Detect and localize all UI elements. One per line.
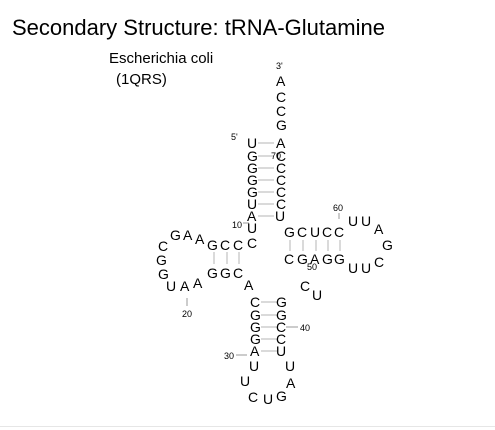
position-label-40: 40 [300, 323, 310, 333]
nucleotide: U [348, 260, 358, 276]
nucleotide: A [247, 208, 257, 224]
nucleotide: G [156, 252, 167, 268]
nucleotide: G [207, 237, 218, 253]
nucleotide: U [285, 358, 295, 374]
nucleotide: C [248, 389, 258, 405]
nucleotide: A [286, 375, 296, 391]
nucleotide: U [247, 135, 257, 151]
nucleotide: U [348, 213, 358, 229]
nucleotide: A [310, 251, 320, 267]
nucleotide: G [250, 331, 261, 347]
nucleotide: A [183, 227, 193, 243]
nucleotide: C [250, 294, 260, 310]
nucleotide: C [220, 237, 230, 253]
nucleotide: G [276, 388, 287, 404]
nucleotide: G [170, 227, 181, 243]
nucleotide: C [276, 184, 286, 200]
nucleotide: G [250, 319, 261, 335]
nucleotide: C [276, 89, 286, 105]
page-title: Secondary Structure: tRNA-Glutamine [12, 15, 385, 40]
nucleotide: G [382, 237, 393, 253]
nucleotide: G [276, 117, 287, 133]
nucleotide: G [247, 160, 258, 176]
nucleotide: C [276, 331, 286, 347]
nucleotide: A [193, 275, 203, 291]
nucleotide: G [158, 266, 169, 282]
nucleotide: C [322, 224, 332, 240]
nucleotide: U [166, 278, 176, 294]
nucleotide: U [310, 224, 320, 240]
nucleotide: A [276, 135, 286, 151]
position-label-30: 30 [224, 351, 234, 361]
nucleotide: G [250, 307, 261, 323]
nucleotide: C [233, 265, 243, 281]
position-label-20: 20 [182, 309, 192, 319]
five-prime-label: 5' [231, 132, 238, 142]
nucleotide: U [249, 358, 259, 374]
nucleotide: U [247, 220, 257, 236]
nucleotide: U [247, 196, 257, 212]
bottom-divider [0, 426, 495, 427]
nucleotide: C [334, 224, 344, 240]
nucleotide: C [233, 237, 243, 253]
nucleotide: C [158, 238, 168, 254]
nucleotide: G [276, 307, 287, 323]
nucleotide: G [284, 224, 295, 240]
nucleotide: C [276, 319, 286, 335]
position-label-50: 50 [307, 262, 317, 272]
nucleotide: C [374, 254, 384, 270]
nucleotide: G [297, 251, 308, 267]
nucleotide: U [361, 260, 371, 276]
nucleotide: G [220, 265, 231, 281]
nucleotide: G [247, 172, 258, 188]
nucleotide: G [207, 265, 218, 281]
position-label-60: 60 [333, 203, 343, 213]
nucleotide: U [263, 391, 273, 407]
nucleotide: C [276, 103, 286, 119]
nucleotide: U [312, 287, 322, 303]
nucleotide: C [297, 224, 307, 240]
nucleotide: C [300, 278, 310, 294]
nucleotide: G [247, 148, 258, 164]
nucleotide: C [247, 235, 257, 251]
nucleotide: A [250, 343, 260, 359]
position-label-70: 70 [271, 151, 281, 161]
nucleotide: C [276, 148, 286, 164]
nucleotide: G [322, 251, 333, 267]
nucleotide: G [247, 184, 258, 200]
nucleotide: U [276, 343, 286, 359]
nucleotide: A [244, 277, 254, 293]
nucleotide: G [276, 294, 287, 310]
nucleotide: U [240, 373, 250, 389]
nucleotide: C [276, 160, 286, 176]
three-prime-label: 3' [276, 61, 283, 71]
nucleotide: G [334, 251, 345, 267]
nucleotide: C [284, 251, 294, 267]
organism-name: Escherichia coli [109, 50, 214, 67]
nucleotide: A [374, 221, 384, 237]
nucleotide: U [361, 213, 371, 229]
nucleotide: U [275, 208, 285, 224]
pdb-id: (1QRS) [116, 71, 167, 88]
nucleotide: A [180, 278, 190, 294]
nucleotide: A [276, 73, 286, 89]
nucleotide: C [276, 196, 286, 212]
nucleotide: C [276, 172, 286, 188]
nucleotide: A [195, 231, 205, 247]
position-label-10: 10 [232, 220, 242, 230]
